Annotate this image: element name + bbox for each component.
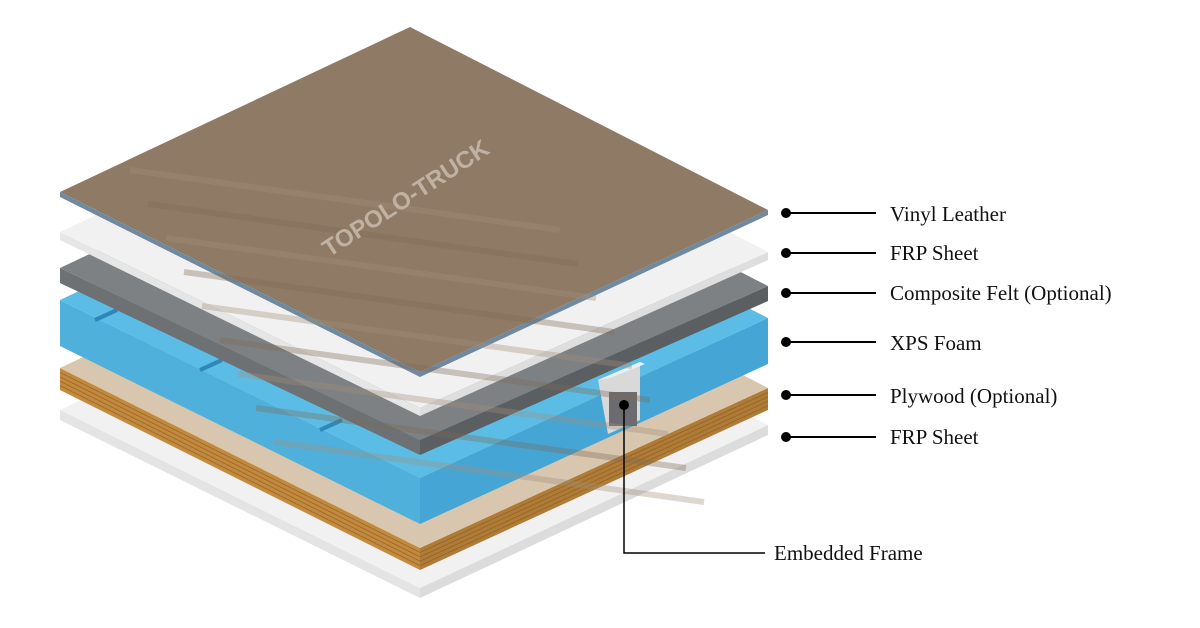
vinyl-leather-top-face (60, 27, 768, 372)
vinyl-wood-grain (273, 439, 705, 505)
vinyl-wood-grain (255, 405, 687, 471)
frp-sheet-bottom-left-edge (60, 410, 420, 598)
frp-sheet-bottom-right-edge (420, 425, 768, 598)
composite-felt-right-edge (420, 286, 768, 455)
frp-sheet-top-left-edge (60, 232, 420, 416)
xps-groove (319, 418, 343, 432)
label-frp-sheet-bottom: FRP Sheet (890, 425, 979, 449)
composite-felt-left-edge (60, 268, 420, 455)
vinyl-wood-grain (183, 269, 615, 335)
plywood-ply-line (59, 385, 769, 567)
frp-sheet-top-right-edge (420, 252, 768, 416)
label-plywood: Plywood (Optional) (890, 384, 1058, 408)
label-frp-sheet-top: FRP Sheet (890, 241, 979, 265)
label-vinyl-leather: Vinyl Leather (890, 202, 1006, 226)
plywood-right-edge (420, 388, 768, 570)
plywood-ply-line (59, 380, 769, 562)
vinyl-leather-left-edge (60, 192, 420, 377)
label-composite-felt: Composite Felt (Optional) (890, 281, 1112, 305)
xps-groove (199, 358, 223, 372)
plywood-left-edge (60, 368, 420, 570)
vinyl-leather-right-edge (420, 210, 768, 377)
plywood-ply-line (59, 376, 769, 558)
xps-groove (94, 308, 118, 322)
frame-callout-line (623, 405, 765, 554)
vinyl-wood-grain (219, 337, 651, 403)
embedded-frame-top (598, 362, 645, 380)
vinyl-wood-grain (129, 167, 561, 233)
label-xps-foam: XPS Foam (890, 331, 982, 355)
xps-foam-right-edge (420, 318, 768, 524)
xps-foam-left-edge (60, 300, 420, 524)
label-embedded-frame: Embedded Frame (774, 541, 923, 565)
vinyl-wood-grain (165, 235, 597, 301)
vinyl-wood-grain (237, 371, 669, 437)
plywood-ply-line (59, 371, 769, 553)
vinyl-wood-grain (201, 303, 633, 369)
vinyl-wood-grain (147, 201, 579, 267)
